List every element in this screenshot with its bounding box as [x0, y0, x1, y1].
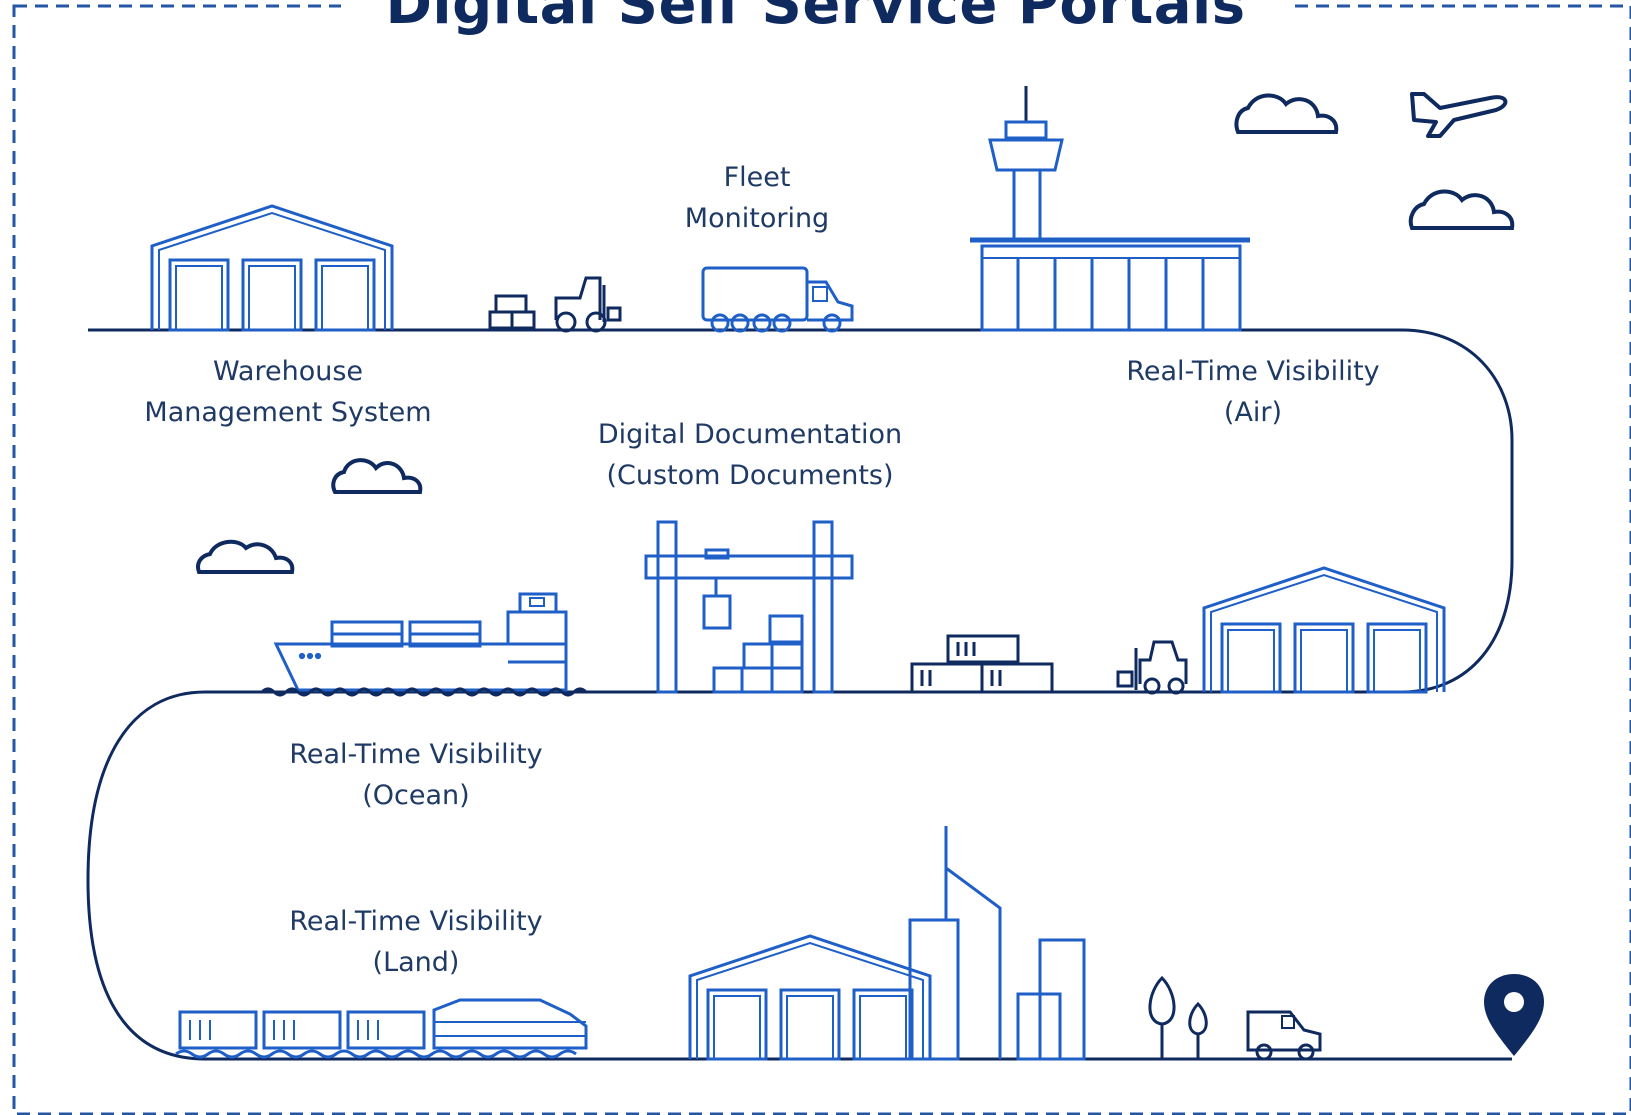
- gantry-crane-icon: [644, 520, 854, 694]
- cloud-icon: [196, 539, 295, 574]
- container-stack-icon: [488, 294, 536, 330]
- route-path: [86, 328, 1514, 1061]
- land-visibility-label: Real-Time Visibility(Land): [289, 906, 543, 978]
- water-waves: [260, 687, 588, 697]
- air-visibility-label: Real-Time Visibility(Air): [1126, 356, 1380, 428]
- warehouse-icon: [1202, 566, 1446, 694]
- container-stack-icon: [910, 634, 1054, 694]
- truck-icon: [701, 266, 854, 333]
- control-tower-icon: [970, 86, 1250, 332]
- airplane-icon: [1410, 92, 1508, 138]
- warehouse-icon: [688, 934, 932, 1061]
- cloud-icon: [1408, 189, 1515, 230]
- cloud-icon: [1234, 93, 1339, 134]
- cloud-icon: [331, 458, 423, 494]
- van-icon: [1246, 1010, 1322, 1061]
- warehouse-icon: [150, 204, 394, 332]
- forklift-icon: [1116, 640, 1188, 695]
- digital-documentation-label: Digital Documentation(Custom Documents): [597, 419, 903, 491]
- tree-icon: [1188, 1001, 1208, 1059]
- cargo-ship-icon: [273, 592, 568, 692]
- tree-icon: [1148, 975, 1176, 1059]
- ocean-visibility-label: Real-Time Visibility(Ocean): [289, 739, 543, 811]
- page-title: Digital Self Service Portals: [0, 0, 1631, 37]
- forklift-icon: [554, 276, 622, 333]
- location-pin-icon: [1484, 974, 1544, 1056]
- train-icon: [175, 998, 588, 1059]
- city-buildings-icon: [908, 826, 1086, 1061]
